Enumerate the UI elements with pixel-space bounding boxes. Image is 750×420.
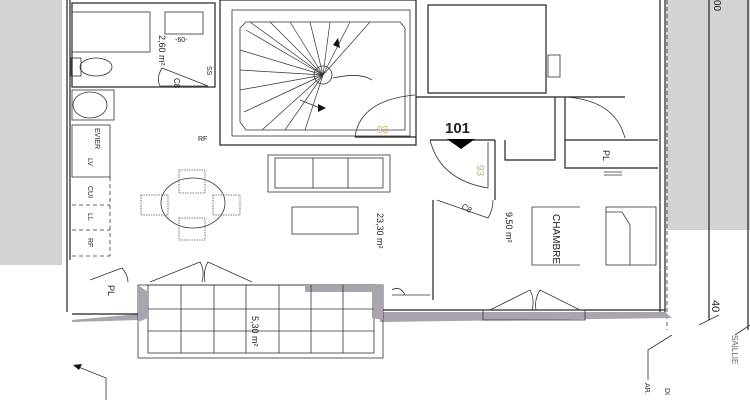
bathroom-door-icon[interactable] xyxy=(158,67,209,87)
closet-icon xyxy=(547,54,561,78)
saillie-label: SAILLIE xyxy=(730,335,739,364)
bathroom-area-label: 2,60 m² xyxy=(157,35,167,66)
bathroom xyxy=(70,2,216,88)
bedroom-area-label: 9,50 m² xyxy=(504,212,514,243)
wall-segment xyxy=(380,312,672,322)
sliding-arrows-icon xyxy=(604,171,622,176)
coffee-table xyxy=(291,206,359,235)
door-arc-icon[interactable] xyxy=(354,94,416,138)
door-number-2: 93 xyxy=(474,165,485,177)
arrow-icon xyxy=(75,365,107,400)
stair-arrow-icon xyxy=(333,38,340,48)
balcony-door-icon[interactable] xyxy=(149,261,253,283)
left-gray-band xyxy=(0,0,62,265)
sink-icon xyxy=(71,124,111,178)
washbasin-icon xyxy=(72,91,108,119)
kitchen xyxy=(71,89,115,257)
pl-bedroom-label: PL xyxy=(601,150,611,161)
ar-label: AR. xyxy=(643,383,650,395)
cc-label: C8 xyxy=(172,78,181,89)
cc-label-2: C8 xyxy=(460,202,474,215)
bed xyxy=(531,206,657,266)
entry-walls xyxy=(354,94,658,300)
di-label: DI xyxy=(663,388,670,395)
toilet-icon xyxy=(70,57,82,77)
living-area-label: 23,30 m² xyxy=(375,213,385,249)
leader-line-icon xyxy=(647,334,673,380)
door-number-1: 93 xyxy=(377,125,389,136)
balcony-area-label: 5,30 m² xyxy=(250,316,260,347)
ss-label: SS xyxy=(205,66,212,76)
toilet-bowl-icon xyxy=(79,57,113,77)
outer-walls xyxy=(66,0,749,330)
closet xyxy=(427,4,547,94)
chambre-label: CHAMBRE xyxy=(550,214,561,264)
rf-kitchen-label: RF xyxy=(86,238,93,247)
dim-top-label: 00 xyxy=(711,0,722,12)
bedroom-window-icon[interactable] xyxy=(482,289,586,321)
dim-tick-icon xyxy=(698,314,750,336)
room-number: 101 xyxy=(445,120,470,137)
lv-label: LV xyxy=(86,158,93,166)
staircase xyxy=(219,0,417,146)
window-icon[interactable] xyxy=(391,287,430,296)
pl-entry-label: PL xyxy=(106,285,116,296)
right-gray-band xyxy=(666,0,750,230)
cui-label: CUI xyxy=(86,186,93,198)
entry-door-icon[interactable] xyxy=(89,267,129,283)
door-arc-icon[interactable] xyxy=(564,96,626,139)
niche-label: -60- xyxy=(175,37,188,44)
entrance-marker-icon xyxy=(447,139,475,149)
dim-40-label: 40 xyxy=(709,300,721,312)
rf-label: RF xyxy=(198,136,207,143)
stair-arrow-icon xyxy=(318,104,326,112)
ll-label: LL xyxy=(86,213,93,221)
evier-label: EVIER xyxy=(93,128,100,149)
sofa xyxy=(267,154,391,193)
balcony xyxy=(137,261,586,359)
dining-table xyxy=(140,169,241,241)
wall-segment xyxy=(72,314,140,322)
bedroom-door-icon[interactable] xyxy=(436,199,494,219)
arrow-head-icon xyxy=(73,364,82,370)
entrance-door-icon[interactable] xyxy=(429,139,489,189)
